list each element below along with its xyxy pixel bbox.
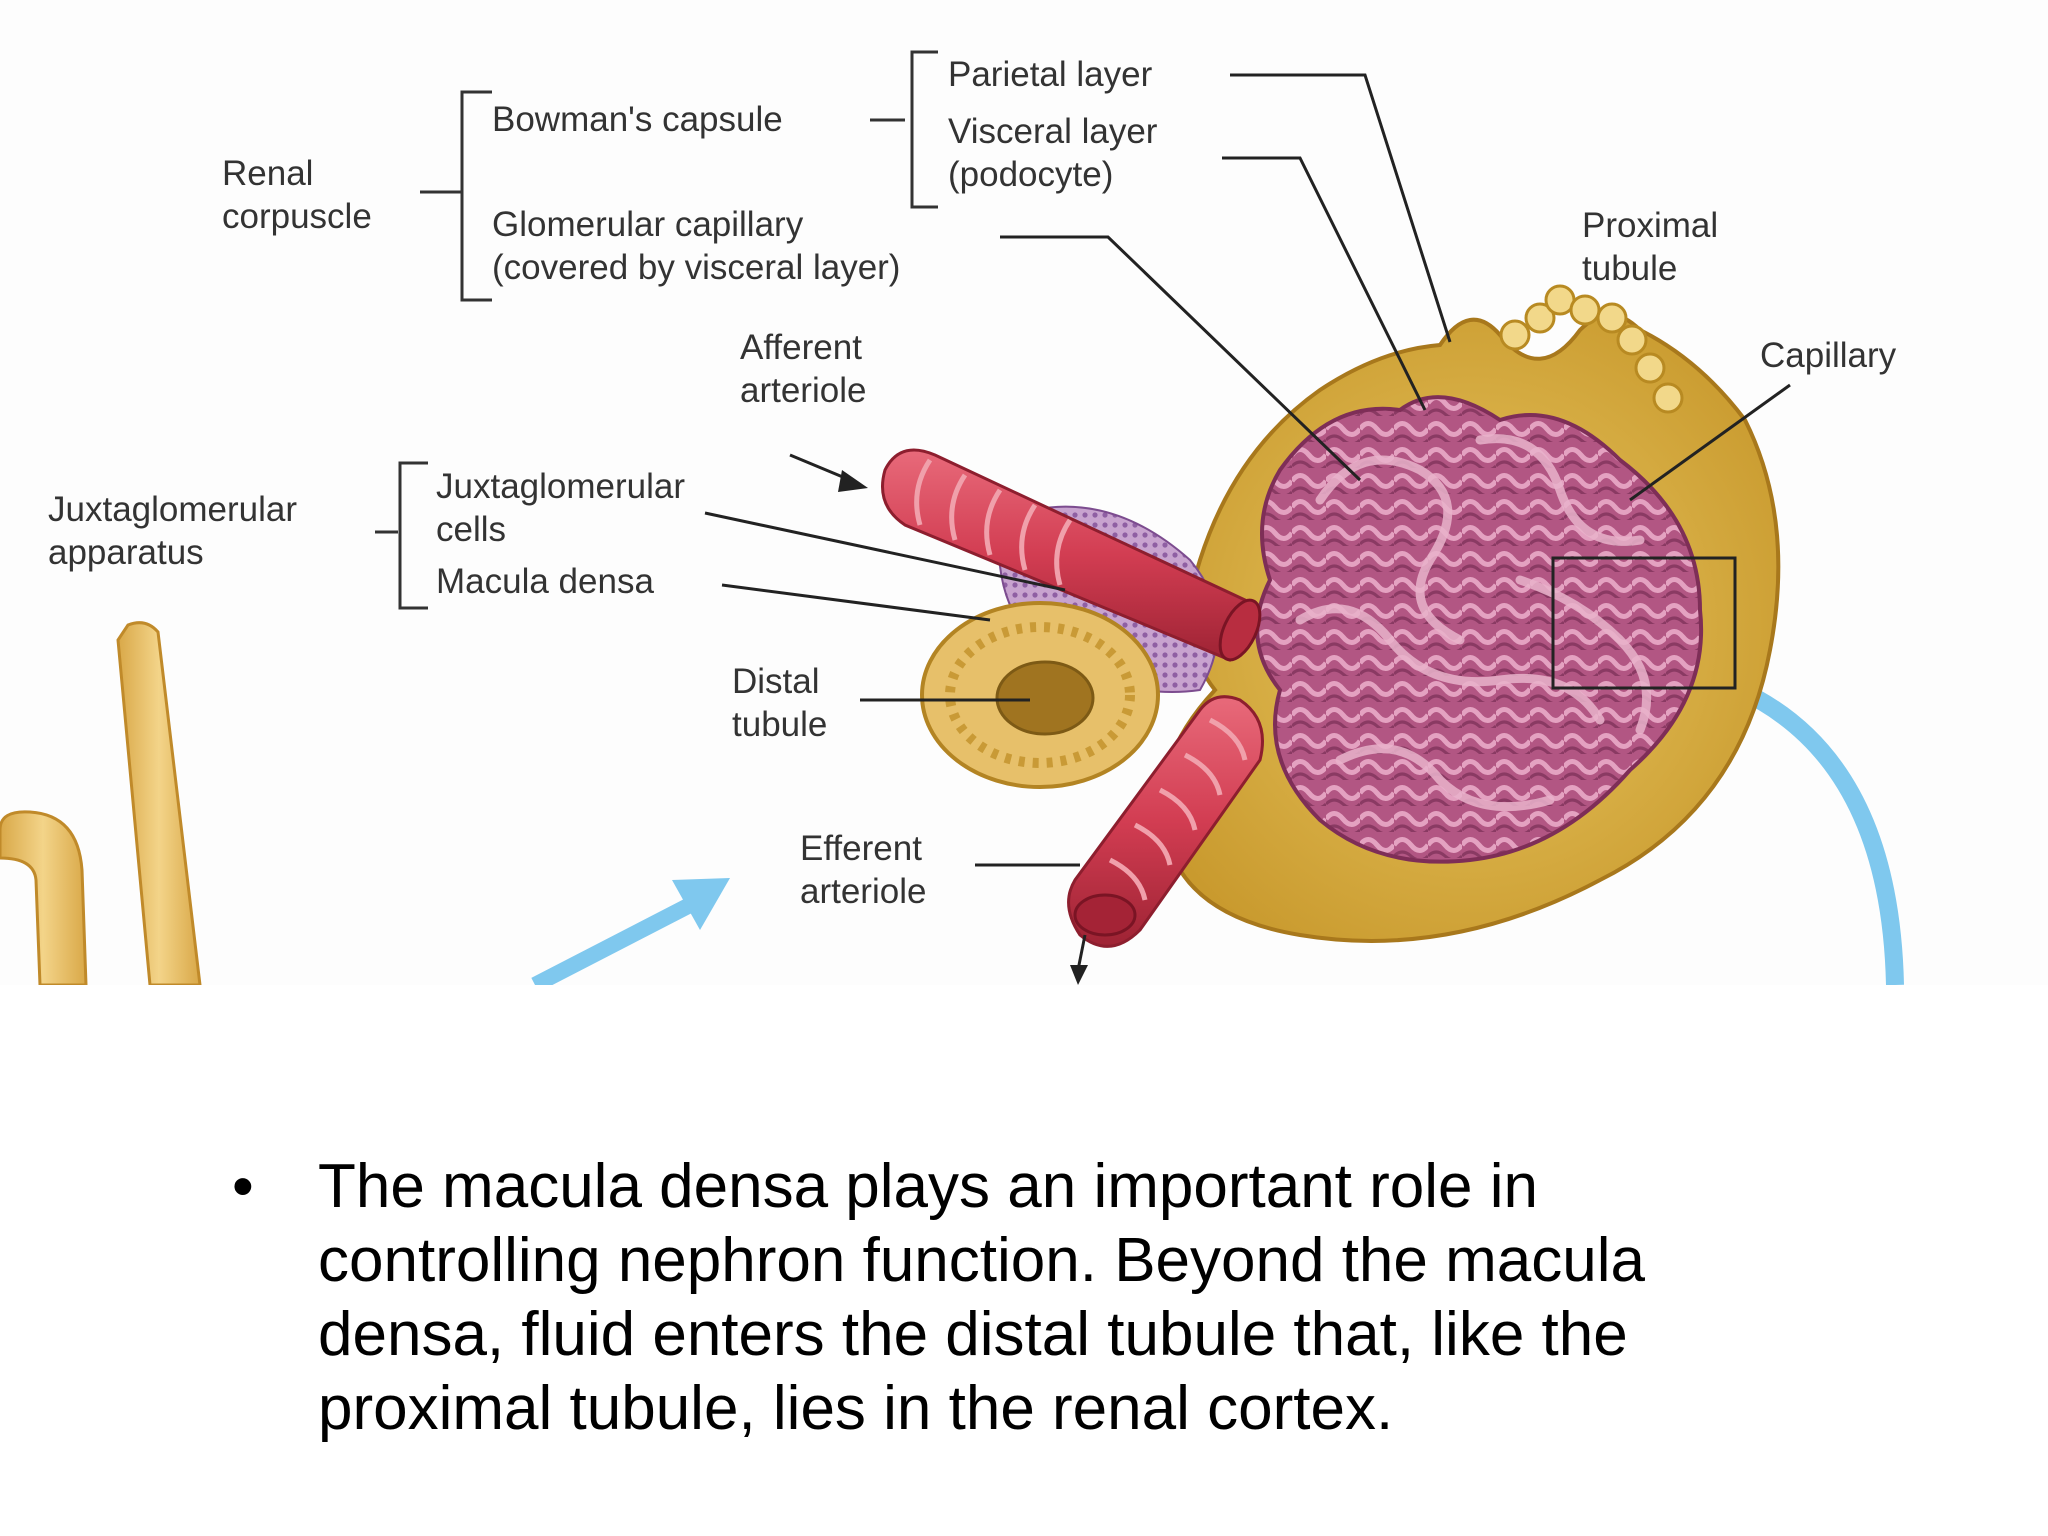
afferent-arteriole-shape: [881, 448, 1262, 662]
renal-corpuscle-figure: Renal corpuscle Bowman's capsule Parieta…: [0, 50, 1904, 985]
label-line: tubule: [1582, 249, 1678, 288]
label-line: Proximal: [1582, 206, 1719, 245]
label-brackets: [375, 50, 938, 610]
distal-tubule-shape: [920, 601, 1160, 789]
label-line: arteriole: [800, 872, 927, 911]
detail-box: [1551, 556, 1737, 690]
nephron-illustration: [0, 50, 1904, 985]
label-juxtaglomerular-apparatus: Juxtaglomerular apparatus: [48, 488, 297, 574]
label-bowmans-capsule: Bowman's capsule: [492, 100, 783, 139]
label-glomerular-capillary: Glomerular capillary (covered by viscera…: [492, 203, 900, 289]
label-line: apparatus: [48, 533, 204, 572]
label-line: (covered by visceral layer): [492, 248, 901, 287]
label-line: tubule: [732, 705, 828, 744]
label-line: Glomerular capillary: [492, 205, 804, 244]
flow-arrow-right: [1736, 681, 1904, 985]
efferent-arteriole-shape: [1067, 695, 1264, 985]
label-renal-corpuscle: Renal corpuscle: [222, 152, 372, 238]
label-line: arteriole: [740, 371, 867, 410]
label-line: (podocyte): [948, 155, 1114, 194]
label-line: cells: [436, 510, 507, 549]
label-macula-densa: Macula densa: [436, 562, 654, 601]
label-juxtaglomerular-cells: Juxtaglomerular cells: [436, 465, 685, 551]
flow-arrow-left: [531, 878, 730, 985]
afferent-flow-arrow: [789, 453, 868, 492]
label-proximal-tubule: Proximal tubule: [1582, 204, 1718, 290]
label-visceral-layer: Visceral layer (podocyte): [948, 110, 1157, 196]
bullet-text: The macula densa plays an important role…: [318, 1152, 1645, 1443]
label-capillary: Capillary: [1760, 336, 1897, 375]
label-afferent-arteriole: Afferent arteriole: [740, 326, 866, 412]
label-parietal-layer: Parietal layer: [948, 55, 1153, 94]
label-line: Visceral layer: [948, 112, 1158, 151]
label-line: Efferent: [800, 829, 922, 868]
label-line: Distal: [732, 662, 820, 701]
label-line: Renal: [222, 154, 314, 193]
label-line: Juxtaglomerular: [436, 467, 685, 506]
label-line: Afferent: [740, 328, 862, 367]
leader-lines: [704, 73, 1791, 867]
bullet-dot-icon: •: [232, 1152, 254, 1221]
label-efferent-arteriole: Efferent arteriole: [800, 827, 926, 913]
label-line: corpuscle: [222, 197, 372, 236]
label-distal-tubule: Distal tubule: [732, 660, 827, 746]
glomerulus: [1255, 395, 1737, 864]
loop-tubule-left: [0, 621, 202, 985]
label-line: Juxtaglomerular: [48, 490, 297, 529]
